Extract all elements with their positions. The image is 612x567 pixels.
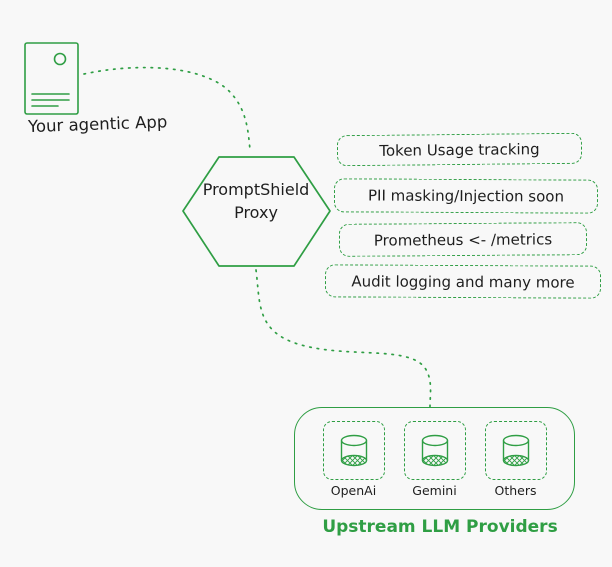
proxy-label-line1: PromptShield (202, 180, 310, 199)
provider-box (403, 421, 466, 480)
provider-gemini: Gemini (403, 421, 467, 498)
feature-box-prometheus: Prometheus <- /metrics (338, 222, 588, 257)
provider-label: OpenAi (330, 483, 377, 498)
providers-panel: OpenAi Gemini (294, 407, 575, 510)
connector-app-to-proxy (83, 66, 251, 151)
provider-box (484, 421, 547, 480)
proxy-label: PromptShield Proxy (185, 178, 327, 224)
database-icon (421, 434, 448, 466)
provider-others: Others (484, 421, 548, 498)
provider-box (322, 421, 385, 480)
feature-box-audit-logging: Audit logging and many more (324, 264, 602, 299)
proxy-label-line2: Proxy (234, 203, 278, 223)
provider-label: Gemini (412, 483, 457, 498)
provider-openai: OpenAi (322, 421, 386, 498)
proxy-hexagon-shape (182, 156, 331, 267)
feature-box-pii-masking: PII masking/Injection soon (333, 178, 599, 214)
database-icon (502, 434, 529, 466)
provider-label: Others (494, 483, 537, 498)
app-document-icon (24, 42, 79, 115)
providers-caption: Upstream LLM Providers (322, 517, 558, 537)
database-icon (340, 434, 367, 466)
feature-box-token-usage: Token Usage tracking (336, 132, 583, 167)
